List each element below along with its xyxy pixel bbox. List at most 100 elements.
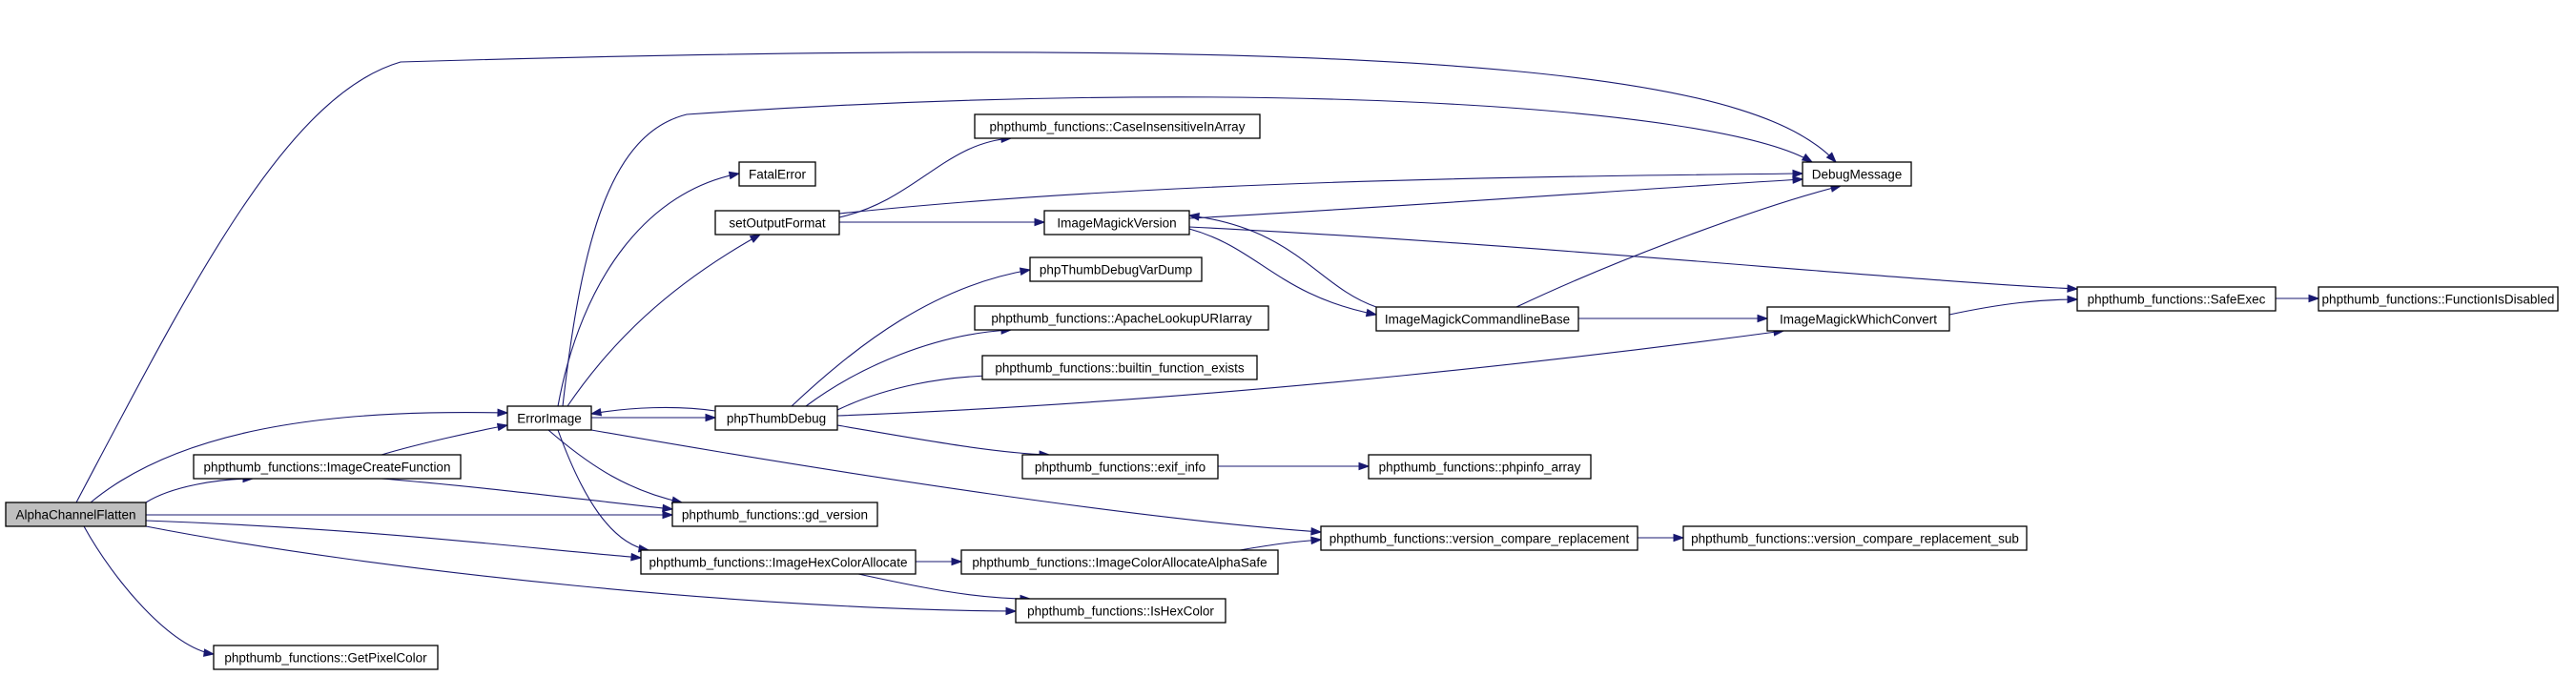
edge-phpthumbdebug-to-phpthumbdebugvardump bbox=[791, 267, 1032, 407]
node-versioncomparereplacement[interactable]: phpthumb_functions::version_compare_repl… bbox=[1320, 525, 1638, 551]
node-label: phpthumb_functions::gd_version bbox=[682, 508, 868, 522]
node-box bbox=[1029, 256, 1203, 282]
node-imagemagickwhichconvert[interactable]: ImageMagickWhichConvert bbox=[1766, 306, 1950, 332]
edge-imagemagickversion-to-debugmessage bbox=[1188, 175, 1804, 219]
edge-line bbox=[1188, 228, 1377, 316]
node-label: phpThumbDebugVarDump bbox=[1040, 263, 1192, 277]
arrow-head-icon bbox=[1034, 217, 1046, 227]
edge-line bbox=[75, 51, 1837, 503]
edge-line bbox=[836, 424, 1050, 456]
arrow-head-icon bbox=[497, 408, 509, 418]
node-getpixelcolor[interactable]: phpthumb_functions::GetPixelColor bbox=[213, 645, 439, 670]
node-phpthumbdebugvardump[interactable]: phpThumbDebugVarDump bbox=[1029, 256, 1203, 282]
edge-imagecreatefunction-to-errorimage bbox=[381, 422, 509, 456]
node-box bbox=[213, 645, 439, 670]
arrow-head-icon bbox=[589, 407, 603, 417]
edge-root-to-ishexcolor bbox=[145, 525, 1018, 616]
edge-line bbox=[557, 429, 649, 551]
node-imagemagickversion[interactable]: ImageMagickVersion bbox=[1043, 210, 1190, 236]
edge-line bbox=[838, 137, 1012, 218]
node-label: phpthumb_functions::FunctionIsDisabled bbox=[2322, 293, 2555, 307]
node-errorimage[interactable]: ErrorImage bbox=[506, 405, 592, 431]
node-builtinfunctionexists[interactable]: phpthumb_functions::builtin_function_exi… bbox=[981, 355, 1258, 380]
node-exifinfo[interactable]: phpthumb_functions::exif_info bbox=[1021, 454, 1219, 480]
node-setoutputformat[interactable]: setOutputFormat bbox=[714, 210, 840, 236]
edge-root-to-imagehexcolorallocate bbox=[145, 520, 643, 562]
arrow-head-icon bbox=[662, 503, 674, 513]
edges-layer bbox=[75, 51, 2320, 657]
node-label: setOutputFormat bbox=[729, 216, 826, 231]
arrow-head-icon bbox=[1019, 267, 1032, 277]
node-box bbox=[974, 113, 1261, 139]
arrow-head-icon bbox=[1825, 152, 1838, 164]
edge-root-to-errorimage bbox=[90, 408, 509, 503]
node-caseinsensitiveinarray[interactable]: phpthumb_functions::CaseInsensitiveInArr… bbox=[974, 113, 1261, 139]
arrow-head-icon bbox=[1757, 314, 1769, 323]
node-label: phpthumb_functions::ImageHexColorAllocat… bbox=[649, 556, 908, 570]
node-safeexec[interactable]: phpthumb_functions::SafeExec bbox=[2076, 286, 2277, 312]
edge-imagemagickwhichconvert-to-safeexec bbox=[1948, 295, 2079, 316]
arrow-head-icon bbox=[1792, 175, 1804, 184]
node-functionisdisabled[interactable]: phpthumb_functions::FunctionIsDisabled bbox=[2318, 286, 2559, 312]
node-gdversion[interactable]: phpthumb_functions::gd_version bbox=[671, 502, 878, 527]
node-box bbox=[738, 161, 816, 187]
node-label: ImageMagickWhichConvert bbox=[1780, 313, 1937, 327]
node-apachelookupuriarray[interactable]: phpthumb_functions::ApacheLookupURIarray bbox=[974, 305, 1269, 331]
node-ishexcolor[interactable]: phpthumb_functions::IsHexColor bbox=[1015, 598, 1226, 624]
edge-imagemagickcommandlinebase-to-imagemagickwhichconvert bbox=[1578, 314, 1769, 323]
edge-errorimage-to-phpthumbdebug bbox=[590, 413, 717, 422]
edge-imagehexcolorallocate-to-ishexcolor bbox=[857, 573, 1032, 604]
node-imagecreatefunction[interactable]: phpthumb_functions::ImageCreateFunction bbox=[193, 454, 462, 480]
edge-line bbox=[791, 269, 1031, 407]
arrow-head-icon bbox=[662, 510, 674, 520]
edge-line bbox=[557, 173, 740, 407]
arrow-head-icon bbox=[1673, 533, 1685, 543]
node-box bbox=[1021, 454, 1219, 480]
node-imagecolorallocatealphasafe[interactable]: phpthumb_functions::ImageColorAllocateAl… bbox=[960, 549, 1279, 575]
node-phpthumbdebug[interactable]: phpThumbDebug bbox=[714, 405, 838, 431]
edge-line bbox=[836, 330, 1784, 417]
node-root: AlphaChannelFlatten bbox=[5, 502, 147, 527]
arrow-head-icon bbox=[2067, 295, 2079, 304]
edge-line bbox=[857, 573, 1031, 600]
node-box bbox=[506, 405, 592, 431]
edge-line bbox=[145, 525, 1017, 612]
node-box bbox=[5, 502, 147, 527]
node-box bbox=[1375, 306, 1579, 332]
node-box bbox=[671, 502, 878, 527]
node-label: phpthumb_functions::version_compare_repl… bbox=[1691, 532, 2019, 546]
edge-imagemagickversion-to-imagemagickcommandlinebase bbox=[1188, 228, 1378, 318]
node-imagehexcolorallocate[interactable]: phpthumb_functions::ImageHexColorAllocat… bbox=[640, 549, 917, 575]
node-label: phpthumb_functions::ApacheLookupURIarray bbox=[991, 312, 1251, 326]
arrow-head-icon bbox=[1187, 213, 1200, 221]
node-imagemagickcommandlinebase[interactable]: ImageMagickCommandlineBase bbox=[1375, 306, 1579, 332]
edge-line bbox=[567, 234, 761, 407]
edge-setoutputformat-to-imagemagickversion bbox=[839, 217, 1046, 227]
node-box bbox=[2318, 286, 2559, 312]
arrow-head-icon bbox=[749, 234, 762, 243]
node-box bbox=[1043, 210, 1190, 236]
node-label: DebugMessage bbox=[1812, 168, 1903, 182]
node-phpinfoarray[interactable]: phpthumb_functions::phpinfo_array bbox=[1368, 454, 1592, 480]
edge-line bbox=[381, 424, 508, 456]
edge-errorimage-to-debugmessage bbox=[562, 96, 1814, 407]
edge-line bbox=[1239, 539, 1322, 551]
node-label: phpthumb_functions::phpinfo_array bbox=[1379, 461, 1581, 475]
node-box bbox=[640, 549, 917, 575]
node-label: ErrorImage bbox=[517, 412, 582, 426]
node-label: phpthumb_functions::builtin_function_exi… bbox=[995, 361, 1244, 376]
edge-errorimage-to-gdversion bbox=[547, 429, 684, 504]
node-box bbox=[1368, 454, 1592, 480]
edge-line bbox=[1188, 178, 1803, 219]
node-label: ImageMagickCommandlineBase bbox=[1385, 313, 1570, 327]
edge-root-to-gdversion bbox=[146, 510, 674, 520]
arrow-head-icon bbox=[496, 422, 509, 432]
edge-root-to-imagecreatefunction bbox=[145, 474, 255, 503]
node-versioncomparereplacementsub[interactable]: phpthumb_functions::version_compare_repl… bbox=[1682, 525, 2028, 551]
edge-versioncomparereplacement-to-versioncomparereplacementsub bbox=[1637, 533, 1685, 543]
edge-line bbox=[805, 329, 1012, 407]
node-fatalerror[interactable]: FatalError bbox=[738, 161, 816, 187]
node-debugmessage[interactable]: DebugMessage bbox=[1802, 161, 1912, 187]
node-box bbox=[1766, 306, 1950, 332]
